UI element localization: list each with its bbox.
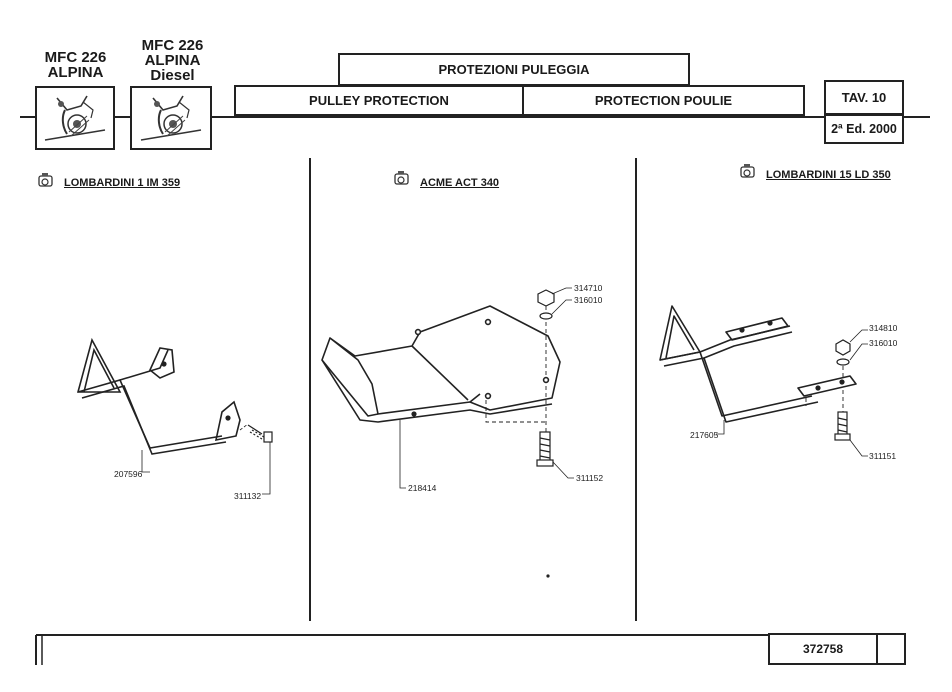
part-number: 314810 [869, 323, 898, 333]
column-divider [309, 158, 311, 621]
edition-box: 2ª Ed. 2000 [824, 114, 904, 144]
machine-logo-left [35, 86, 115, 150]
edition-label: 2ª Ed. 2000 [831, 122, 897, 136]
section-title: LOMBARDINI 1 IM 359 [64, 177, 181, 189]
section-title: ACME ACT 340 [420, 177, 500, 189]
model-title-right: MFC 226 ALPINA Diesel [125, 38, 220, 83]
part-number: 218414 [408, 483, 437, 493]
title-en: PULLEY PROTECTION [309, 93, 449, 108]
part-number: 316010 [574, 295, 603, 305]
cultivator-icon [140, 95, 202, 141]
column-divider [635, 158, 637, 621]
part-number: 316010 [869, 338, 898, 348]
model-title-left: MFC 226 ALPINA [28, 50, 123, 80]
cultivator-icon [44, 95, 106, 141]
table-number: TAV. 10 [841, 90, 887, 105]
title-box-it: PROTEZIONI PULEGGIA [338, 53, 690, 86]
model-line: ALPINA [47, 64, 104, 81]
part-number: 314710 [574, 283, 603, 293]
machine-logo-right [130, 86, 212, 150]
title-box-en: PULLEY PROTECTION [234, 85, 524, 116]
table-number-box: TAV. 10 [824, 80, 904, 115]
part-number: 207596 [114, 469, 143, 479]
footer-code: 372758 [802, 642, 844, 656]
model-line: MFC 226 [44, 49, 107, 66]
part-number: 217605 [690, 430, 719, 440]
section-title: LOMBARDINI 15 LD 350 [766, 169, 891, 181]
title-fr: PROTECTION POULIE [594, 93, 733, 108]
part-number: 311152 [576, 473, 604, 483]
model-line: ALPINA [144, 52, 201, 69]
part-number: 311132 [234, 491, 262, 501]
footer-blank-box [876, 633, 906, 665]
footer-code-box: 372758 [768, 633, 878, 665]
title-box-fr: PROTECTION POULIE [522, 85, 805, 116]
model-line: MFC 226 [141, 37, 204, 54]
part-number: 311151 [869, 451, 897, 461]
title-it: PROTEZIONI PULEGGIA [438, 62, 590, 77]
model-line: Diesel [150, 67, 195, 84]
